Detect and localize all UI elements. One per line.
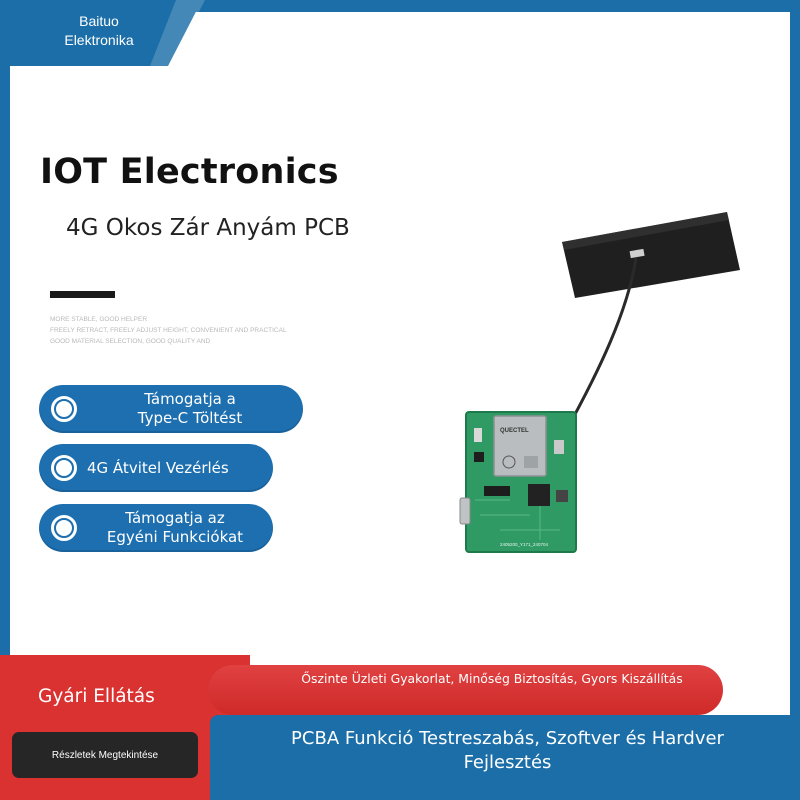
feature-pill-custom[interactable]: Támogatja az Egyéni Funkciókat bbox=[39, 504, 273, 552]
pcb-product-image: QUECTEL 2405200_Y171_240704 bbox=[440, 200, 760, 570]
promise-text: Őszinte Üzleti Gyakorlat, Minőség Biztos… bbox=[301, 671, 683, 686]
brand-tab-shape bbox=[0, 0, 205, 66]
view-details-button[interactable]: Részletek Megtekintése bbox=[12, 732, 198, 778]
feature-label: Támogatja az Egyéni Funkciókat bbox=[106, 509, 244, 546]
tagline-block: MORE STABLE, GOOD HELPER FREELY RETRACT,… bbox=[50, 314, 287, 347]
feature-pill-4g[interactable]: 4G Átvitel Vezérlés bbox=[39, 444, 273, 492]
feature-label: Támogatja a Type-C Töltést bbox=[137, 390, 243, 427]
antenna-patch bbox=[562, 212, 740, 298]
radio-icon bbox=[51, 515, 77, 541]
pcb-board: QUECTEL 2405200_Y171_240704 bbox=[459, 411, 577, 553]
service-text: PCBA Funkció Testreszabás, Szoftver és H… bbox=[291, 728, 724, 773]
radio-icon bbox=[51, 396, 77, 422]
module-brand: QUECTEL bbox=[500, 428, 529, 434]
factory-title: Gyári Ellátás bbox=[38, 686, 155, 707]
title-divider bbox=[50, 291, 115, 298]
type-c-port bbox=[459, 497, 471, 525]
tagline-line: FREELY RETRACT, FREELY ADJUST HEIGHT, CO… bbox=[50, 327, 287, 334]
feature-pill-type-c[interactable]: Támogatja a Type-C Töltést bbox=[39, 385, 303, 433]
promise-pill bbox=[208, 665, 723, 715]
footer-blue-panel bbox=[210, 715, 800, 800]
footer-banner: Őszinte Üzleti Gyakorlat, Minőség Biztos… bbox=[0, 655, 800, 800]
tagline-line: GOOD MATERIAL SELECTION, GOOD QUALITY AN… bbox=[50, 338, 211, 345]
brand-tab: Baituo Elektronika bbox=[0, 0, 205, 66]
feature-label: 4G Átvitel Vezérlés bbox=[87, 458, 229, 477]
page-subtitle: 4G Okos Zár Anyám PCB bbox=[66, 215, 350, 241]
page-title: IOT Electronics bbox=[40, 152, 339, 192]
tagline-line: MORE STABLE, GOOD HELPER bbox=[50, 316, 148, 323]
radio-icon bbox=[51, 455, 77, 481]
brand-name: Baituo Elektronika bbox=[64, 13, 134, 48]
board-code: 2405200_Y171_240704 bbox=[500, 542, 549, 547]
